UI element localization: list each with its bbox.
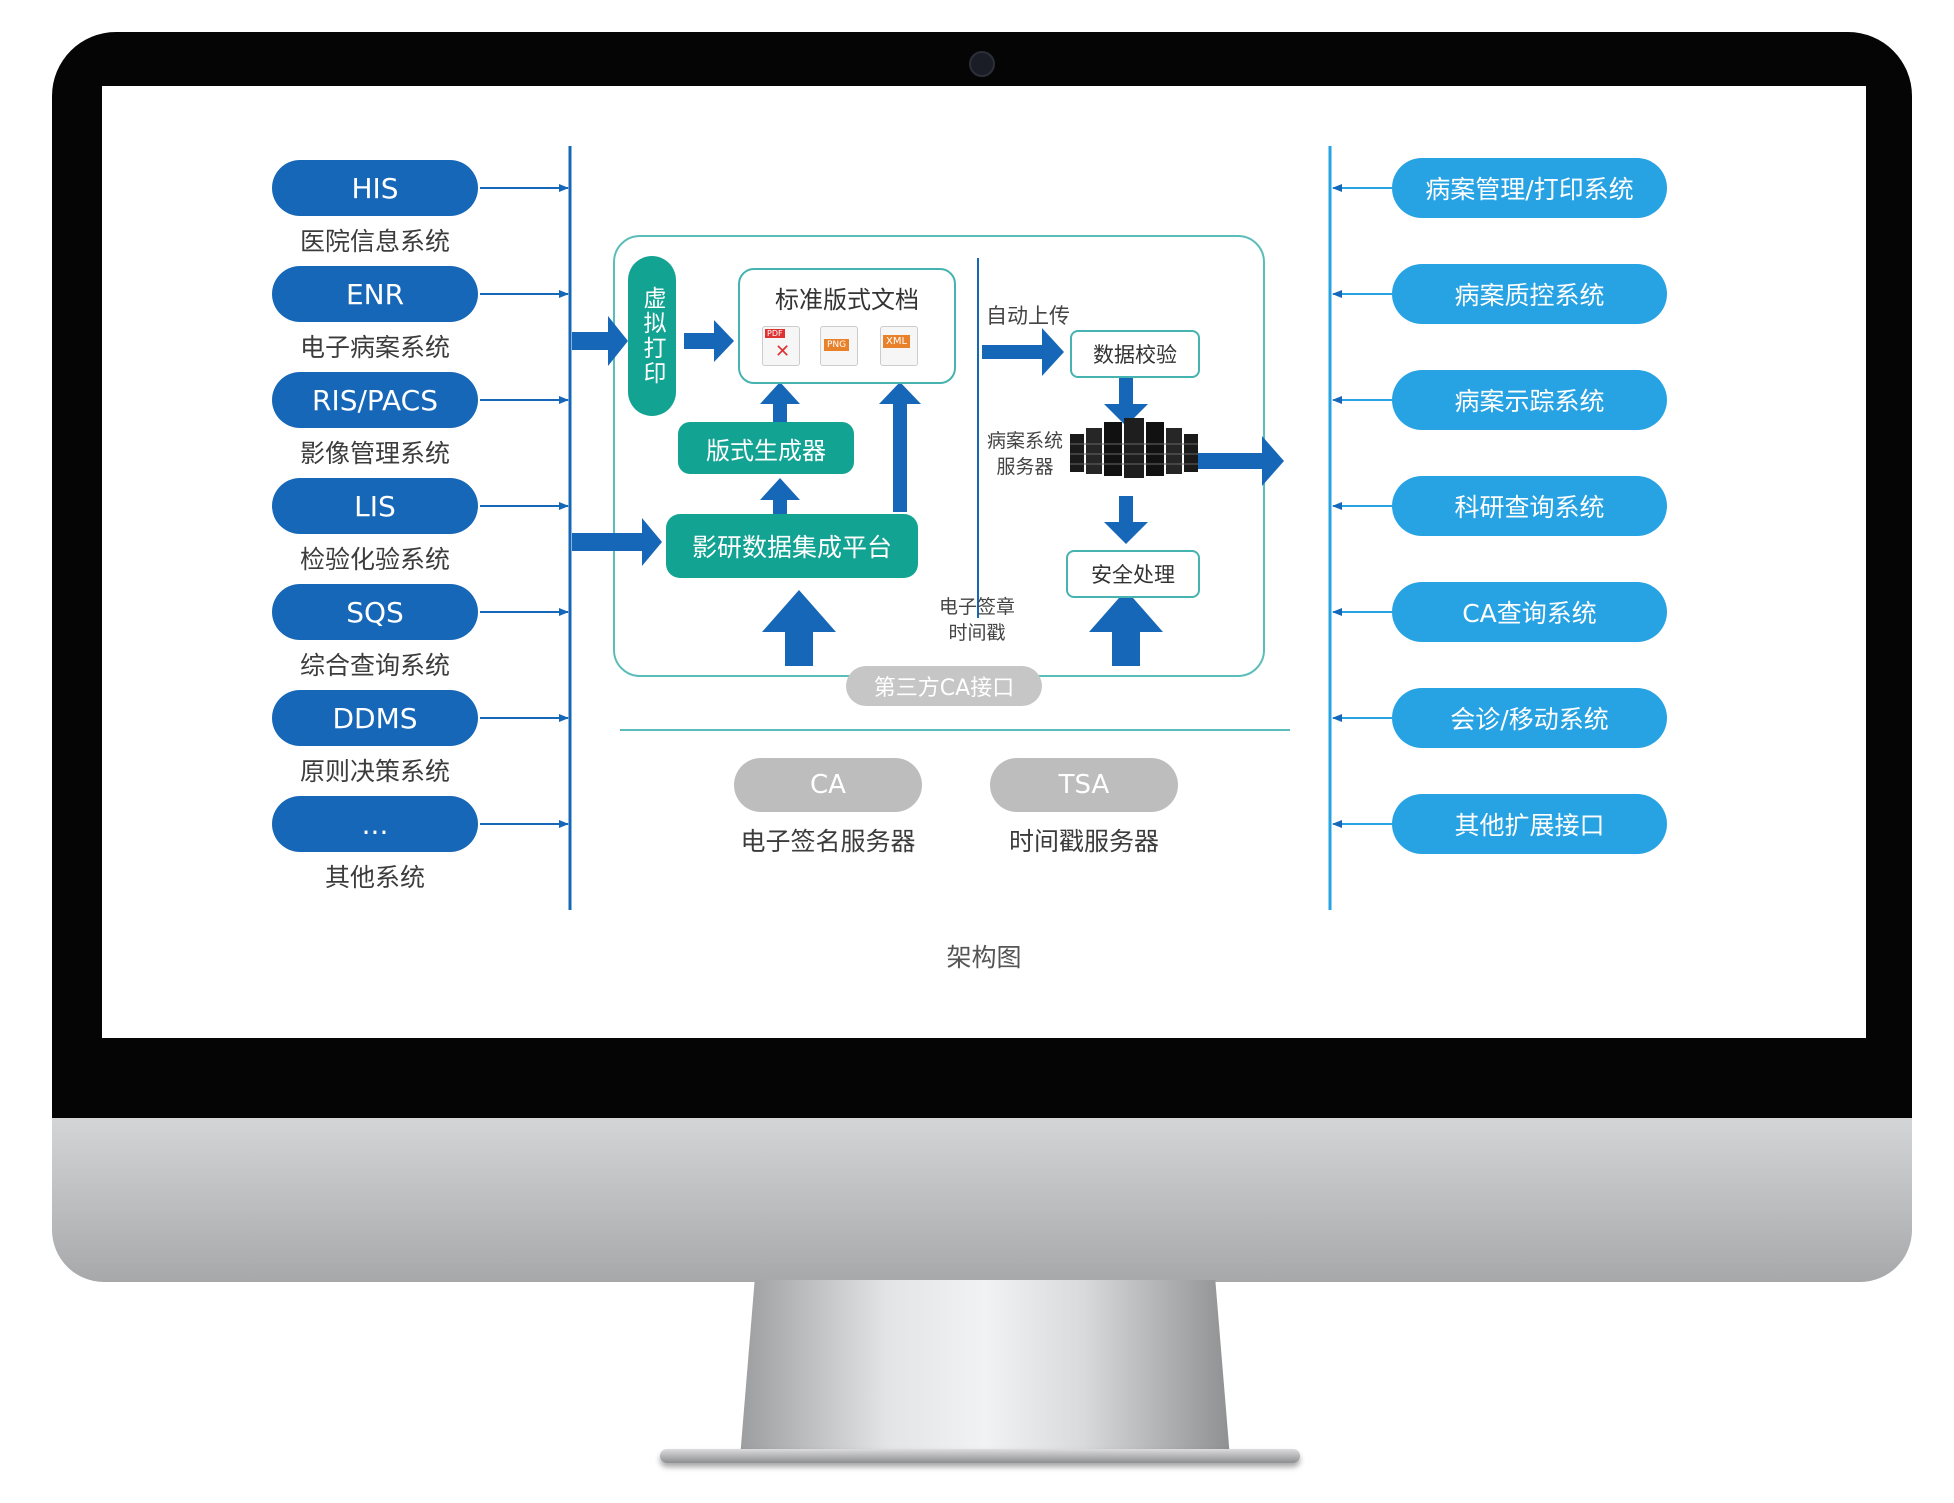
left-system-pill: DDMS	[272, 690, 478, 746]
arrow-ca-to-platform	[762, 590, 836, 666]
png-icon: PNG	[820, 326, 858, 366]
left-system-pill: RIS/PACS	[272, 372, 478, 428]
esign-label: 电子签章 时间戳	[934, 594, 1020, 646]
platform-box: 影研数据集成平台	[666, 514, 918, 578]
virtual-print-label: 虚拟打印	[635, 286, 669, 386]
left-system-desc: 检验化验系统	[255, 540, 495, 576]
arrow-platform-to-doc	[879, 382, 921, 512]
right-system-label: 病案示踪系统	[1454, 382, 1604, 418]
arrow-generator-up	[760, 382, 800, 426]
arrow-to-standard-doc	[684, 320, 734, 362]
pdf-icon: PDF ✕	[762, 326, 800, 366]
left-system-pill: LIS	[272, 478, 478, 534]
server-label: 病案系统 服务器	[980, 428, 1070, 480]
camera-icon	[969, 51, 995, 77]
left-system-pill: HIS	[272, 160, 478, 216]
monitor-stand-neck	[740, 1280, 1230, 1458]
arrow-auto-upload	[982, 328, 1064, 376]
right-system-pill: 会诊/移动系统	[1392, 688, 1667, 748]
screen: HIS 医院信息系统 ENR 电子病案系统 RIS/PACS 影像管理系统 LIS 检验化验系…	[102, 86, 1866, 1038]
standard-doc-label: 标准版式文档	[775, 280, 919, 315]
arrow-to-right-systems	[1192, 436, 1284, 486]
right-system-label: 病案质控系统	[1454, 276, 1604, 312]
right-system-pill: 科研查询系统	[1392, 476, 1667, 536]
arrow-server-to-security	[1104, 496, 1148, 544]
left-system-pill: ENR	[272, 266, 478, 322]
ca-label: CA	[810, 770, 846, 800]
left-system-label: SQS	[346, 596, 404, 629]
tsa-desc: 时间戳服务器	[964, 822, 1204, 858]
right-system-label: 科研查询系统	[1454, 488, 1604, 524]
security-label: 安全处理	[1091, 559, 1175, 589]
right-system-pill: 病案管理/打印系统	[1392, 158, 1667, 218]
left-system-label: LIS	[354, 490, 396, 523]
virtual-print-box: 虚拟打印	[628, 256, 676, 416]
left-system-label: HIS	[351, 172, 398, 205]
left-system-label: ...	[362, 808, 389, 841]
left-system-label: RIS/PACS	[312, 384, 438, 417]
left-system-desc: 综合查询系统	[255, 646, 495, 682]
left-system-pill: ...	[272, 796, 478, 852]
left-system-desc: 医院信息系统	[255, 222, 495, 258]
tsa-pill: TSA	[990, 758, 1178, 812]
left-system-desc: 电子病案系统	[255, 328, 495, 364]
auto-upload-label: 自动上传	[986, 300, 1070, 330]
xml-icon: XML	[880, 326, 918, 366]
left-system-label: ENR	[346, 278, 404, 311]
arrow-to-virtual-print	[572, 316, 628, 366]
monitor-stand-foot	[660, 1449, 1300, 1463]
generator-box: 版式生成器	[678, 422, 854, 474]
right-system-label: 病案管理/打印系统	[1425, 170, 1633, 206]
right-system-pill: CA查询系统	[1392, 582, 1667, 642]
right-system-label: 会诊/移动系统	[1450, 700, 1608, 736]
right-system-label: CA查询系统	[1462, 594, 1597, 630]
left-system-desc: 原则决策系统	[255, 752, 495, 788]
right-system-pill: 病案质控系统	[1392, 264, 1667, 324]
left-system-pill: SQS	[272, 584, 478, 640]
left-system-label: DDMS	[332, 702, 417, 735]
arrow-to-platform	[572, 518, 662, 566]
data-check-label: 数据校验	[1093, 339, 1177, 369]
arrow-platform-up	[760, 478, 800, 516]
right-system-pill: 病案示踪系统	[1392, 370, 1667, 430]
tsa-label: TSA	[1059, 770, 1110, 800]
security-box: 安全处理	[1066, 550, 1200, 598]
platform-label: 影研数据集成平台	[692, 528, 892, 564]
left-system-desc: 影像管理系统	[255, 434, 495, 470]
arrow-ca-to-security	[1089, 590, 1163, 666]
diagram-caption: 架构图	[934, 938, 1034, 974]
server-rack-icon	[1070, 418, 1198, 478]
right-system-label: 其他扩展接口	[1454, 806, 1604, 842]
generator-label: 版式生成器	[706, 431, 826, 466]
data-check-box: 数据校验	[1070, 330, 1200, 378]
ca-pill: CA	[734, 758, 922, 812]
monitor-chin	[52, 1118, 1912, 1282]
third-party-ca-label: 第三方CA接口	[874, 670, 1014, 702]
ca-desc: 电子签名服务器	[708, 822, 948, 858]
third-party-ca-pill: 第三方CA接口	[846, 666, 1042, 706]
left-system-desc: 其他系统	[255, 858, 495, 894]
right-system-pill: 其他扩展接口	[1392, 794, 1667, 854]
